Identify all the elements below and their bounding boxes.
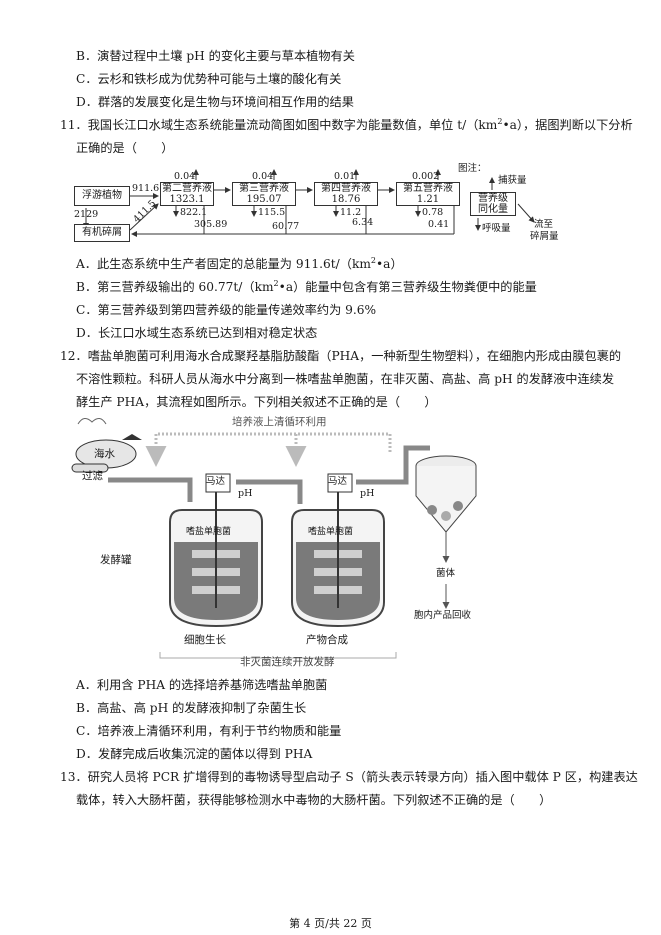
filter-label: 过滤	[82, 470, 103, 482]
q11-stem-line1: 11．我国长江口水域生态系统能量流动简图如图中数字为能量数值，单位 t/（km2…	[60, 117, 633, 133]
q12-option-b: B．高盐、高 pH 的发酵液抑制了杂菌生长	[76, 701, 307, 715]
bacteria-label-1: 嗜盐单胞菌	[186, 527, 232, 537]
q13-stem-line2: 载体，转入大肠杆菌，获得能够检测水中毒物的大肠杆菌。下列叙述不正确的是（ ）	[76, 793, 552, 807]
legend-title: 图注：	[458, 163, 487, 174]
q11-stem-line2: 正确的是（ ）	[76, 141, 174, 155]
fermentation-drawing	[71, 418, 477, 659]
plankton-to-second: 911.6	[132, 183, 160, 194]
q12-stem-line3: 酵生产 PHA，其流程如图所示。下列相关叙述不正确的是（ ）	[76, 395, 437, 409]
q12-option-a: A．利用含 PHA 的选择培养基筛选嗜盐单胞菌	[76, 678, 328, 692]
seawater-icon	[71, 418, 142, 473]
legend-flow-2: 碎屑量	[530, 231, 559, 242]
q11-option-d: D．长江口水域生态系统已达到相对稳定状态	[76, 326, 318, 340]
q10-option-c: C．云杉和铁杉成为优势种可能与土壤的酸化有关	[76, 72, 342, 86]
motor-label-2: 马达	[328, 476, 348, 487]
catch-second: 0.04	[174, 171, 196, 182]
q11-option-a: A．此生态系统中生产者固定的总能量为 911.6t/（km2•a）	[76, 256, 403, 272]
q11-number: 11．	[60, 118, 88, 132]
resp-fifth: 0.78	[422, 207, 444, 218]
catch-fourth: 0.01	[334, 171, 356, 182]
detritus-from-third: 60.77	[272, 221, 300, 232]
q12-stem-line1: 12．嗜盐单胞菌可利用海水合成聚羟基脂肪酸酯（PHA，一种新型生物塑料），在细胞…	[60, 349, 622, 363]
legend-resp: 呼吸量	[482, 223, 511, 234]
energy-flow-arrows	[83, 169, 535, 237]
legend-catch: 捕获量	[498, 175, 527, 186]
q12-option-c: C．培养液上清循环利用，有利于节约物质和能量	[76, 724, 342, 738]
growth-label: 细胞生长	[184, 634, 226, 646]
fermentation-process-diagram: 培养液上清循环利用 海水 过滤 马达 马达 pH pH 嗜盐单胞菌 嗜盐单胞菌 …	[60, 412, 500, 670]
assim-second: 1323.1	[169, 194, 205, 205]
box-fifth-level: 第五营养液 1.21	[396, 182, 460, 206]
box-fourth-level: 第四营养液 18.76	[314, 182, 378, 206]
assim-fourth: 18.76	[331, 194, 361, 205]
separator-funnel	[415, 455, 477, 609]
seawater-label: 海水	[94, 448, 115, 460]
q13-number: 13．	[60, 770, 88, 784]
q12-stem-line2: 不溶性颗粒。科研人员从海水中分离到一株嗜盐单胞菌，在非灭菌、高盐、高 pH 的发…	[76, 372, 615, 386]
recovery-label: 胞内产品回收	[414, 610, 472, 621]
diagram-caption: 非灭菌连续开放发酵	[240, 656, 335, 668]
plankton-to-detritus: 2129	[74, 209, 99, 220]
box-second-level: 第二营养液 1323.1	[160, 182, 214, 206]
assim-third: 195.07	[246, 194, 282, 205]
assim-fifth: 1.21	[416, 194, 440, 205]
box-plankton: 浮游植物	[74, 186, 130, 206]
energy-flow-diagram: 浮游植物 有机碎屑 第二营养液 1323.1 第三营养液 195.07 第四营养…	[72, 160, 592, 250]
q10-option-d: D．群落的发展变化是生物与环境间相互作用的结果	[76, 95, 354, 109]
q12-number: 12．	[60, 349, 88, 363]
detritus-from-fifth: 0.41	[428, 219, 450, 230]
fermentation-tank-2	[291, 473, 385, 628]
q13-stem-line1: 13．研究人员将 PCR 扩增得到的毒物诱导型启动子 S（箭头表示转录方向）插入…	[60, 770, 638, 784]
detritus-from-second: 305.89	[194, 219, 228, 230]
q10-option-b: B．演替过程中土壤 pH 的变化主要与草本植物有关	[76, 49, 355, 63]
bacteria-label-2: 嗜盐单胞菌	[308, 527, 354, 537]
motor-label-1: 马达	[206, 476, 226, 487]
q11-option-c: C．第三营养级到第四营养级的能量传递效率约为 9.6%	[76, 303, 377, 317]
box-third-level: 第三营养液 195.07	[232, 182, 296, 206]
detritus-from-fourth: 6.34	[352, 217, 374, 228]
q11-option-b: B．第三营养级输出的 60.77t/（km2•a）能量中包含有第三营养级生物粪便…	[76, 279, 537, 295]
fermentation-tank-1	[169, 473, 263, 628]
tank-label: 发酵罐	[100, 554, 132, 566]
ph-label-2: pH	[360, 488, 375, 499]
recycle-label: 培养液上清循环利用	[232, 416, 327, 428]
box-detritus: 有机碎屑	[74, 224, 130, 242]
page-number: 第 4 页/共 22 页	[289, 917, 372, 930]
cells-label: 菌体	[436, 568, 456, 579]
legend-box: 营养级 同化量	[470, 192, 516, 216]
resp-second: 822.1	[180, 207, 208, 218]
catch-third: 0.04	[252, 171, 274, 182]
synthesis-label: 产物合成	[306, 634, 348, 646]
legend-flow-1: 流至	[534, 219, 554, 230]
resp-third: 115.5	[258, 207, 286, 218]
q12-option-d: D．发酵完成后收集沉淀的菌体以得到 PHA	[76, 747, 313, 761]
catch-fifth: 0.002	[412, 171, 440, 182]
ph-label-1: pH	[238, 488, 253, 499]
resp-fourth: 11.2	[340, 207, 362, 218]
